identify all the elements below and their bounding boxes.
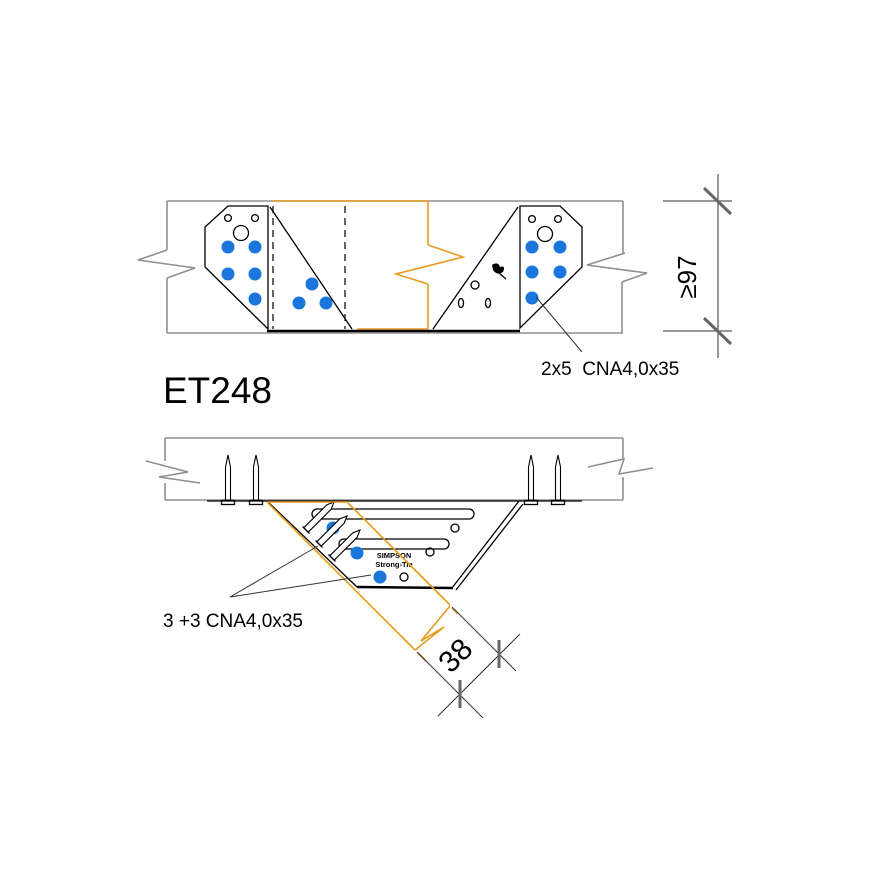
diagonal-member-outline <box>266 501 451 651</box>
nail-head-line <box>328 554 336 562</box>
width-dimension-label: 38 <box>432 632 479 679</box>
nail-dot <box>350 546 364 560</box>
angled-nails <box>302 501 361 562</box>
nail-dot <box>292 296 306 310</box>
plate-hole <box>553 214 563 224</box>
plate-hole <box>223 213 233 223</box>
nail-head <box>523 499 539 506</box>
model-label: ET248 <box>163 370 272 411</box>
right-plate-fold-line <box>432 206 519 330</box>
leader-line <box>229 545 372 598</box>
left-plate-fold-line <box>269 206 353 330</box>
nail <box>316 515 348 547</box>
nail <box>554 454 562 501</box>
nail-dot <box>319 296 333 310</box>
nail-dot <box>553 240 567 254</box>
width-dimension: 38 <box>416 606 521 719</box>
nail-head <box>550 499 566 506</box>
nail-head <box>248 499 264 506</box>
brand-logo-slash <box>497 271 507 280</box>
nail-dot <box>373 570 387 584</box>
flange-slot <box>457 297 465 309</box>
height-dimension-label: ≥97 <box>672 255 702 298</box>
nail-head-line <box>302 526 310 534</box>
left-plate-outline <box>204 205 269 331</box>
top-view: 2x5 CNA4,0x35 ≥97 ET248 <box>137 174 733 411</box>
empty-nail-hole <box>399 572 409 582</box>
tick-mark <box>702 186 733 216</box>
tick-mark <box>702 316 733 346</box>
nail-dot <box>221 240 235 254</box>
nail-dot <box>525 265 539 279</box>
break-symbol-right <box>586 252 648 283</box>
nail-dot <box>221 267 235 281</box>
nail <box>527 454 535 501</box>
nail-dot <box>553 265 567 279</box>
vertical-nails <box>220 454 566 506</box>
brand-text-line1: SIMPSON <box>377 551 412 560</box>
nail-dot <box>525 240 539 254</box>
nail-dot <box>248 240 262 254</box>
flange-slot <box>484 297 492 309</box>
empty-nail-hole <box>450 523 460 533</box>
dimension-extension-lines <box>663 200 732 332</box>
top-nail-callout: 2x5 CNA4,0x35 <box>541 359 679 380</box>
plate-bolt-hole <box>536 225 554 243</box>
break-symbol-right <box>587 457 654 476</box>
dimension-line <box>437 633 521 717</box>
height-dimension: ≥97 <box>663 174 733 358</box>
nail <box>224 454 232 501</box>
bracket-right-edge-double <box>451 500 524 591</box>
bottom-nail-callout: 3 +3 CNA4,0x35 <box>163 611 303 632</box>
flange-hole <box>470 280 480 290</box>
nail-head <box>220 499 236 506</box>
right-plate-outline <box>519 205 583 330</box>
plate-bolt-hole <box>232 224 250 242</box>
beam-right-edge <box>621 201 624 333</box>
bracket-left-edge <box>267 501 358 588</box>
bottom-view: SIMPSON Strong-Tie 3 +3 CNA4,0x35 38 <box>145 437 654 719</box>
leader-line <box>535 296 583 353</box>
plate-hole <box>527 214 537 224</box>
empty-nail-hole <box>425 547 435 557</box>
brand-text-line2: Strong-Tie <box>375 560 412 569</box>
brand-logo-mark <box>492 263 504 274</box>
nail-dot <box>248 292 262 306</box>
break-symbol-left <box>137 249 196 279</box>
nail-slot <box>311 508 475 520</box>
nail <box>252 454 260 501</box>
dimension-extension-lines <box>416 606 517 719</box>
plate-hole <box>250 213 260 223</box>
member-break-symbol <box>414 605 451 651</box>
bracket-bottom-edge <box>356 585 454 590</box>
nail-head-line <box>315 540 323 548</box>
diagonal-member-outline <box>273 200 466 330</box>
nail-dot <box>248 267 262 281</box>
nail-dot <box>525 291 539 305</box>
break-symbol-left <box>145 460 201 484</box>
nail-dot <box>305 277 319 291</box>
